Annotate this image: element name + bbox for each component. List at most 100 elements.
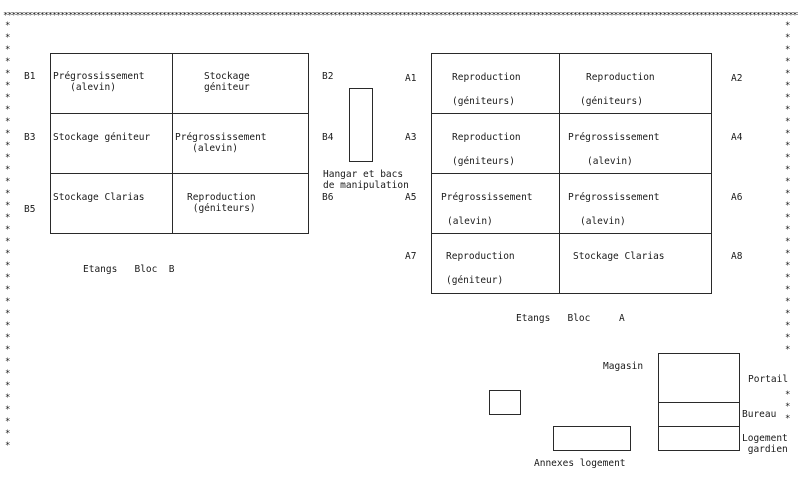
logement-divider bbox=[658, 426, 740, 427]
border-asterisk: * bbox=[5, 321, 11, 331]
border-asterisk: * bbox=[5, 249, 11, 259]
border-asterisk: * bbox=[5, 441, 11, 451]
small-building bbox=[489, 390, 521, 415]
border-asterisk: * bbox=[5, 261, 11, 271]
portail-label: Portail bbox=[748, 374, 789, 385]
border-asterisk: * bbox=[5, 273, 11, 283]
border-asterisk: * bbox=[785, 57, 791, 67]
border-asterisk: * bbox=[785, 390, 791, 400]
pond-b4-label: Prégrossissement (alevin) bbox=[175, 132, 267, 154]
pond-id-b5: B5 bbox=[24, 204, 36, 215]
pond-id-b3: B3 bbox=[24, 132, 36, 143]
pond-a3-line2: (géniteurs) bbox=[452, 156, 515, 167]
right-border: **************************** bbox=[785, 20, 790, 356]
border-asterisk: * bbox=[785, 201, 791, 211]
pond-a7-line1: Reproduction bbox=[446, 251, 515, 262]
border-asterisk: * bbox=[5, 405, 11, 415]
hangar-label: Hangar et bacs de manipulation bbox=[323, 169, 409, 191]
pond-a6-line1: Prégrossissement bbox=[568, 192, 660, 203]
border-asterisk: * bbox=[5, 141, 11, 151]
pond-id-a2: A2 bbox=[731, 73, 743, 84]
border-asterisk: * bbox=[5, 21, 11, 31]
border-asterisk: * bbox=[5, 201, 11, 211]
bloc-b-grid bbox=[50, 53, 309, 234]
border-asterisk: * bbox=[785, 141, 791, 151]
annexes-logement-building bbox=[553, 426, 631, 451]
border-asterisk: * bbox=[5, 105, 11, 115]
border-asterisk: * bbox=[785, 261, 791, 271]
bloc-b-divider-h2 bbox=[50, 173, 309, 174]
pond-a2-line1: Reproduction bbox=[586, 72, 655, 83]
bloc-b-title: Etangs Bloc B bbox=[83, 264, 175, 275]
pond-a1-line2: (géniteurs) bbox=[452, 96, 515, 107]
border-asterisk: * bbox=[785, 177, 791, 187]
border-asterisk: * bbox=[5, 129, 11, 139]
border-asterisk: * bbox=[785, 297, 791, 307]
border-asterisk: * bbox=[5, 333, 11, 343]
pond-a5-line2: (alevin) bbox=[447, 216, 493, 227]
border-asterisk: * bbox=[785, 189, 791, 199]
border-asterisk: * bbox=[785, 237, 791, 247]
border-asterisk: * bbox=[785, 129, 791, 139]
border-asterisk: * bbox=[5, 153, 11, 163]
border-asterisk: * bbox=[785, 165, 791, 175]
pond-id-a6: A6 bbox=[731, 192, 743, 203]
border-asterisk: * bbox=[5, 69, 11, 79]
pond-a6-line2: (alevin) bbox=[580, 216, 626, 227]
border-asterisk: * bbox=[785, 81, 791, 91]
pond-b1-label: Prégrossissement (alevin) bbox=[53, 71, 145, 93]
pond-a5-line1: Prégrossissement bbox=[441, 192, 533, 203]
border-asterisk: * bbox=[5, 81, 11, 91]
border-asterisk: * bbox=[785, 69, 791, 79]
border-asterisk: * bbox=[5, 237, 11, 247]
border-asterisk: * bbox=[5, 213, 11, 223]
border-asterisk: * bbox=[785, 345, 791, 355]
border-asterisk: * bbox=[5, 309, 11, 319]
border-asterisk: * bbox=[5, 297, 11, 307]
pond-a8-line1: Stockage Clarias bbox=[573, 251, 665, 262]
pond-id-a3: A3 bbox=[405, 132, 417, 143]
border-asterisk: * bbox=[5, 189, 11, 199]
border-asterisk: * bbox=[5, 165, 11, 175]
pond-id-a4: A4 bbox=[731, 132, 743, 143]
border-asterisk: * bbox=[5, 369, 11, 379]
border-asterisk: * bbox=[5, 429, 11, 439]
pond-a3-line1: Reproduction bbox=[452, 132, 521, 143]
pond-id-a8: A8 bbox=[731, 251, 743, 262]
bloc-b-divider-v bbox=[172, 53, 173, 234]
border-asterisk: * bbox=[785, 213, 791, 223]
pond-a4-line1: Prégrossissement bbox=[568, 132, 660, 143]
pond-id-b4: B4 bbox=[322, 132, 334, 143]
pond-b3-label: Stockage géniteur bbox=[53, 132, 151, 143]
pond-a1-line1: Reproduction bbox=[452, 72, 521, 83]
border-asterisk: * bbox=[5, 117, 11, 127]
border-asterisk: * bbox=[5, 33, 11, 43]
border-asterisk: * bbox=[785, 414, 791, 424]
pond-a4-line2: (alevin) bbox=[587, 156, 633, 167]
bloc-a-divider-h3 bbox=[431, 233, 712, 234]
pond-b6-label: Reproduction (géniteurs) bbox=[187, 192, 256, 214]
border-asterisk: * bbox=[785, 309, 791, 319]
bureau-divider bbox=[658, 402, 740, 403]
border-asterisk: * bbox=[785, 33, 791, 43]
bloc-b-divider-h1 bbox=[50, 113, 309, 114]
border-asterisk: * bbox=[5, 57, 11, 67]
border-asterisk: * bbox=[5, 225, 11, 235]
border-asterisk: * bbox=[5, 285, 11, 295]
border-asterisk: * bbox=[785, 105, 791, 115]
pond-id-a5: A5 bbox=[405, 192, 417, 203]
border-asterisk: * bbox=[5, 345, 11, 355]
logement-gardien-label: Logement gardien bbox=[742, 433, 788, 455]
bloc-a-title: Etangs Bloc A bbox=[516, 313, 625, 324]
border-asterisk: * bbox=[785, 402, 791, 412]
border-asterisk: * bbox=[5, 93, 11, 103]
top-border: ****************************************… bbox=[3, 12, 798, 21]
bloc-a-divider-h1 bbox=[431, 113, 712, 114]
border-asterisk: * bbox=[5, 417, 11, 427]
bureau-label: Bureau bbox=[742, 409, 777, 420]
magasin-label: Magasin bbox=[603, 361, 644, 372]
pond-id-a7: A7 bbox=[405, 251, 417, 262]
border-asterisk: * bbox=[785, 225, 791, 235]
border-asterisk: * bbox=[785, 21, 791, 31]
bloc-a-divider-h2 bbox=[431, 173, 712, 174]
